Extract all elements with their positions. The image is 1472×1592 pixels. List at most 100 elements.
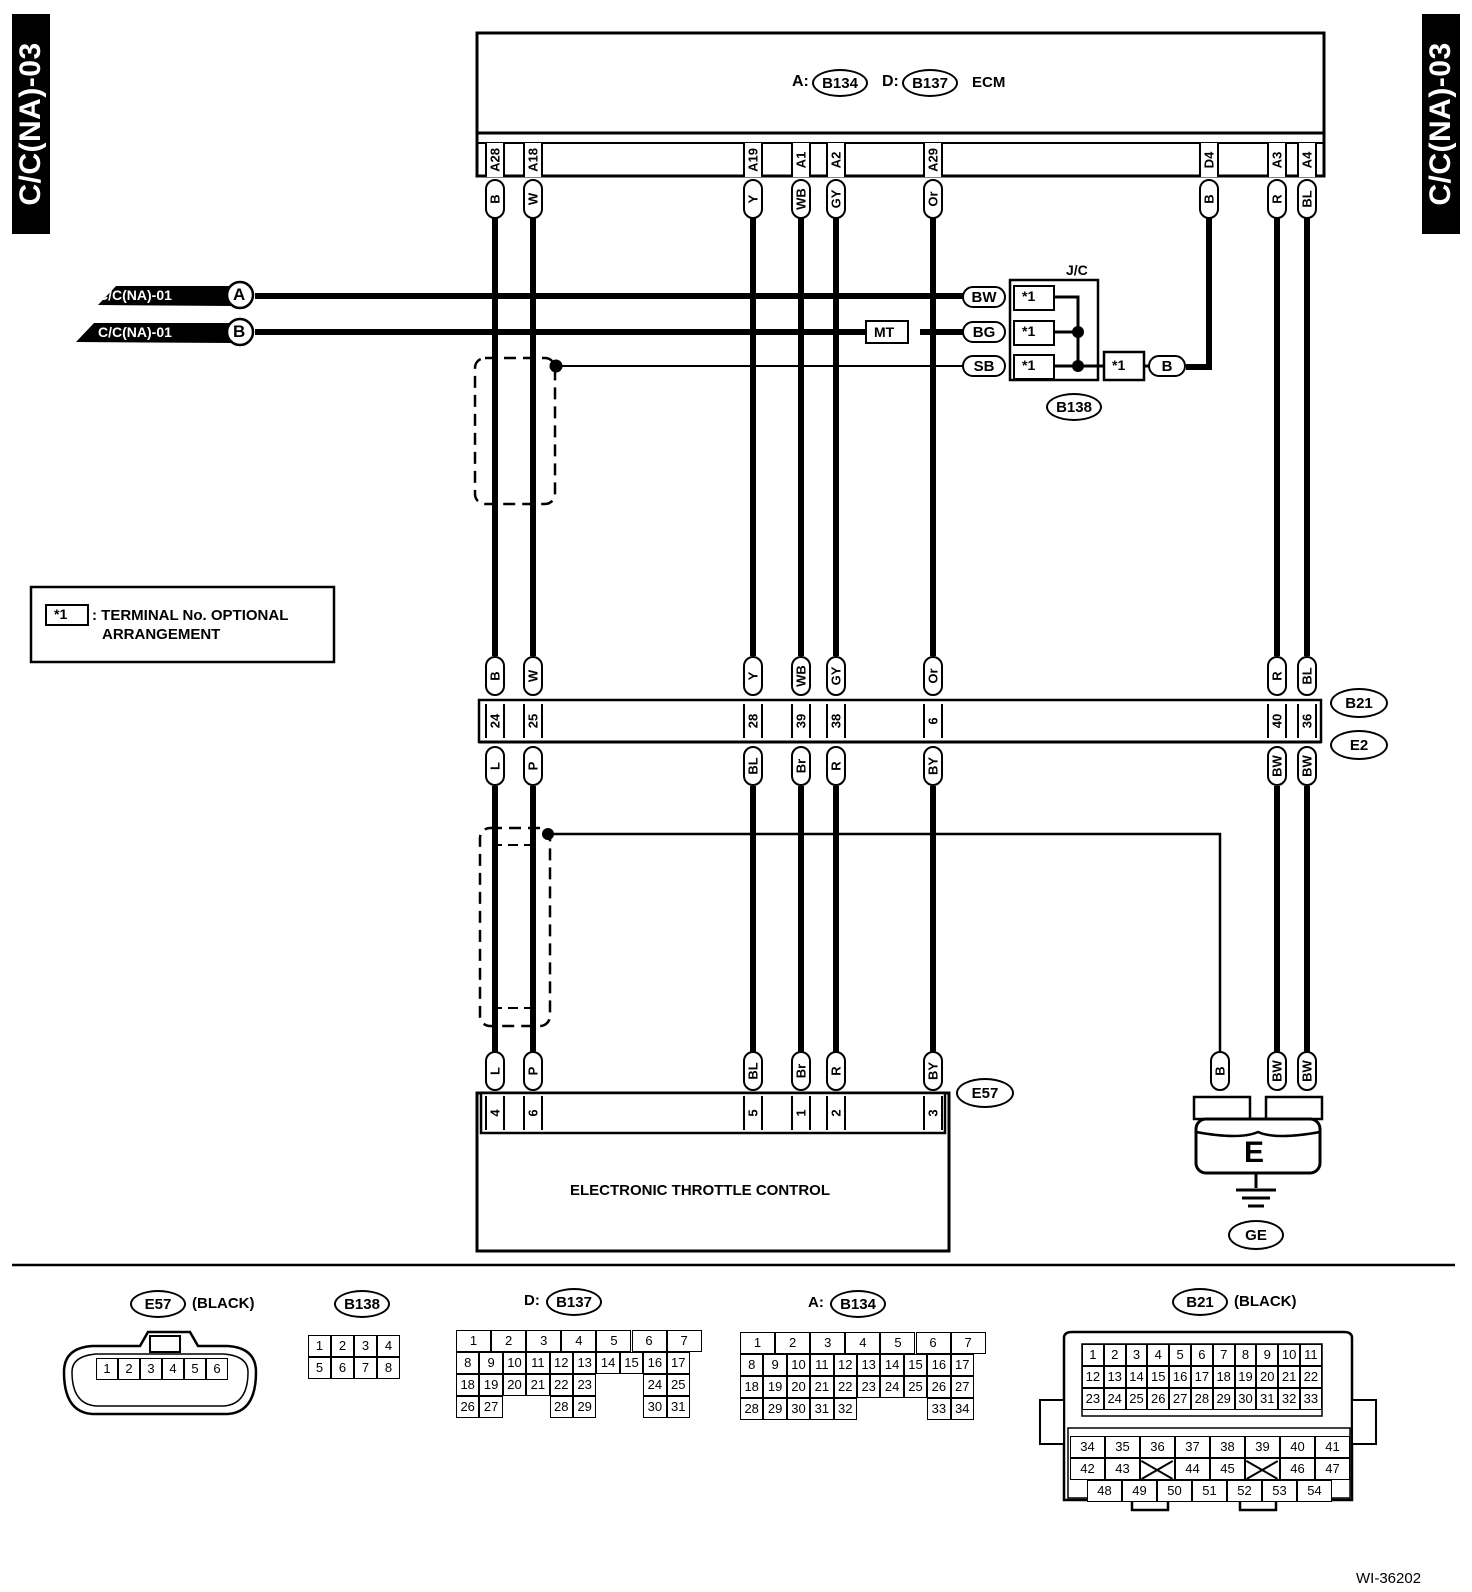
ecm-prefix-d: D: xyxy=(882,73,899,90)
view-b21-color: (BLACK) xyxy=(1234,1293,1297,1310)
connector-pin: 28 xyxy=(740,1398,764,1420)
connector-pin: 21 xyxy=(1278,1366,1300,1388)
connector-pin: 24 xyxy=(1103,1388,1126,1410)
shield-lower xyxy=(478,826,552,1028)
connector-pin: 33 xyxy=(927,1398,951,1420)
connector-pin: 49 xyxy=(1122,1480,1157,1502)
view-e57-color: (BLACK) xyxy=(192,1295,255,1312)
connector-pin: 23 xyxy=(573,1374,597,1396)
connector-pin: 42 xyxy=(1070,1458,1105,1480)
etc-pin: 5 xyxy=(743,1096,763,1130)
connector-pin: 13 xyxy=(573,1352,597,1374)
connector-pin: 7 xyxy=(354,1357,377,1379)
connector-pin: 14 xyxy=(880,1354,904,1376)
connector-pin: 6 xyxy=(331,1357,354,1379)
connector-pin: 1 xyxy=(96,1358,118,1380)
wire-color-tag: BW xyxy=(1297,1051,1317,1091)
view-b134-prefix: A: xyxy=(808,1294,824,1311)
right-page-tab: C/C(NA)-03 xyxy=(1422,14,1460,234)
connector-pin: 3 xyxy=(140,1358,162,1380)
jc-terminal-mark: *1 xyxy=(1022,323,1036,339)
connector-pin: 43 xyxy=(1105,1458,1140,1480)
connector-pin: 27 xyxy=(1169,1388,1191,1410)
view-b138-name: B138 xyxy=(334,1290,390,1318)
jc-wire-bw: BW xyxy=(962,286,1006,308)
wire-color-tag: WB xyxy=(791,656,811,696)
etc-pin: 2 xyxy=(826,1096,846,1130)
shield-upper xyxy=(473,356,557,506)
connector-pin: 54 xyxy=(1297,1480,1332,1502)
connector-pin: 18 xyxy=(740,1376,764,1398)
wire-color-tag: Y xyxy=(743,656,763,696)
connector-pin: 17 xyxy=(1191,1366,1213,1388)
connector-pin: 38 xyxy=(1210,1436,1245,1458)
connector-pin: 12 xyxy=(549,1352,573,1374)
wire-color-tag: Or xyxy=(923,179,943,219)
ref-label-a: C/C(NA)-01 xyxy=(98,287,172,303)
joint-connector xyxy=(1008,278,1152,382)
connector-pin: 46 xyxy=(1280,1458,1315,1480)
connector-pin: 27 xyxy=(479,1396,503,1418)
connector-pin: 5 xyxy=(596,1330,632,1352)
connector-pin: 20 xyxy=(786,1376,811,1398)
wire-color-tag: R xyxy=(826,746,846,786)
connector-pin: 44 xyxy=(1175,1458,1210,1480)
connector-pin: 14 xyxy=(1125,1366,1148,1388)
connector-pin: 50 xyxy=(1157,1480,1192,1502)
connector-pin: 34 xyxy=(1070,1436,1105,1458)
wire-color-tag: P xyxy=(523,746,543,786)
connector-pin: 18 xyxy=(456,1374,480,1396)
connector-pin: 37 xyxy=(1175,1436,1210,1458)
jc-out-terminal-mark: *1 xyxy=(1112,357,1126,373)
connector-pin: 2 xyxy=(331,1335,354,1357)
connector-pin: 25 xyxy=(903,1376,928,1398)
connector-pin: 1 xyxy=(456,1330,492,1352)
connector-pin: 52 xyxy=(1227,1480,1262,1502)
etc-pin: 1 xyxy=(791,1096,811,1130)
connector-pin: 13 xyxy=(1103,1366,1126,1388)
connector-pin: 25 xyxy=(666,1374,690,1396)
connector-pin xyxy=(1140,1458,1175,1480)
connector-pin: 31 xyxy=(1256,1388,1279,1410)
wire-color-tag: Or xyxy=(923,656,943,696)
connector-pin: 10 xyxy=(1278,1344,1300,1366)
wire-color-tag: BW xyxy=(1267,1051,1287,1091)
view-e57-name: E57 xyxy=(130,1290,186,1318)
connector-pin: 20 xyxy=(502,1374,527,1396)
ecm-pin: A29 xyxy=(923,143,943,177)
connector-pin: 17 xyxy=(950,1354,974,1376)
b21-pin: 38 xyxy=(826,704,846,738)
wire-color-tag: L xyxy=(485,746,505,786)
connector-pin: 26 xyxy=(456,1396,480,1418)
connector-pin: 4 xyxy=(561,1330,597,1352)
shield-ground-wire xyxy=(548,832,1222,1056)
ecm-pin: A18 xyxy=(523,143,543,177)
connector-pin: 9 xyxy=(1256,1344,1279,1366)
wires-horizontal xyxy=(255,293,970,373)
connector-pin: 10 xyxy=(502,1352,527,1374)
ecm-pin: A3 xyxy=(1267,143,1287,177)
connector-pin: 24 xyxy=(880,1376,904,1398)
ecm-name: ECM xyxy=(972,74,1006,91)
connector-pin: 23 xyxy=(1082,1388,1104,1410)
connector-pin: 30 xyxy=(786,1398,811,1420)
connector-pin: 7 xyxy=(666,1330,702,1352)
connector-pin: 5 xyxy=(880,1332,916,1354)
jc-wire-bg: BG xyxy=(962,321,1006,343)
connector-pin: 2 xyxy=(118,1358,140,1380)
ref-label-b: C/C(NA)-01 xyxy=(98,324,172,340)
wire-color-tag: GY xyxy=(826,656,846,696)
wire-color-tag: L xyxy=(485,1051,505,1091)
ecm-box xyxy=(475,31,1326,178)
connector-pin: 19 xyxy=(763,1376,787,1398)
wire-color-tag: BL xyxy=(743,746,763,786)
ecm-pin: A28 xyxy=(485,143,505,177)
etc-pin: 6 xyxy=(523,1096,543,1130)
wire-color-tag: B xyxy=(485,179,505,219)
b21-pin: 28 xyxy=(743,704,763,738)
connector-pin: 4 xyxy=(377,1335,400,1357)
connector-pin: 6 xyxy=(631,1330,667,1352)
ref-letter-b: B xyxy=(233,322,246,341)
connector-pin: 36 xyxy=(1140,1436,1175,1458)
view-b21-name: B21 xyxy=(1172,1288,1228,1316)
